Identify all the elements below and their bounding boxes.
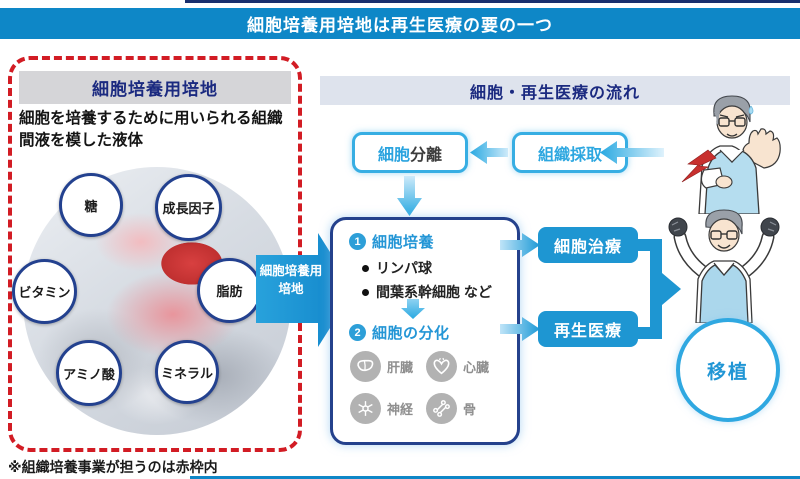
- arrow-right-to-regenerative: [500, 316, 540, 342]
- liver-icon: [350, 351, 381, 382]
- footnote: ※組織培養事業が担うのは赤枠内: [8, 459, 218, 475]
- top-edge-line: [185, 0, 800, 3]
- flow-box-regenerative-medicine: 再生医療: [538, 311, 638, 347]
- step1-bullet-label: リンパ球: [376, 260, 432, 276]
- arrow-left-patient-to-tissue: [600, 140, 664, 165]
- flow-box-cell-separation: 細胞分離: [352, 132, 468, 173]
- step2-header: 2 細胞の分化: [349, 322, 450, 343]
- step1-bullet-mesenchymal: 間葉系幹細胞 など: [362, 282, 492, 302]
- step1-bullet-lymphocyte: リンパ球: [362, 258, 432, 278]
- step1-header: 1 細胞培養: [349, 231, 434, 252]
- component-bubble-amino-acid: アミノ酸: [56, 340, 122, 406]
- heart-icon: [426, 351, 457, 382]
- step2-number-badge: 2: [349, 324, 366, 341]
- step1-title: 細胞培養: [372, 234, 435, 251]
- organ-label: 肝臓: [387, 360, 414, 375]
- step1-number-badge: 1: [349, 233, 366, 250]
- arrow-down-separation-to-culture: [396, 176, 423, 216]
- transfer-arrow-label-line2: 培地: [278, 282, 304, 297]
- left-panel-description: 細胞を培養するために用いられる組織間液を模した液体: [19, 110, 283, 149]
- component-bubble-mineral: ミネラル: [155, 340, 219, 404]
- organ-label: 心臓: [463, 360, 490, 375]
- organ-label: 神経: [387, 402, 414, 417]
- component-bubble-vitamin: ビタミン: [12, 259, 77, 324]
- nerve-icon: [350, 393, 381, 424]
- arrow-down-culture-to-differentiation: [400, 299, 426, 319]
- transfer-arrow-label-line1: 細胞培養用: [259, 264, 323, 278]
- transfer-arrow-label: 細胞培養用 培地: [257, 262, 325, 298]
- flow-box-cell-therapy: 細胞治療: [538, 227, 638, 263]
- transfer-arrow-icon: [256, 233, 354, 347]
- organ-item-liver: 肝臓: [350, 351, 413, 382]
- page-title: 細胞培養用培地は再生医療の要の一つ: [0, 8, 800, 39]
- flow-header: 細胞・再生医療の流れ: [320, 76, 790, 105]
- sick-patient-illustration: [668, 90, 796, 214]
- arrow-left-tissue-to-separation: [470, 140, 508, 165]
- left-panel-title: 細胞培養用培地: [19, 71, 291, 104]
- bone-icon: [426, 393, 457, 424]
- transplant-circle: 移植: [676, 318, 780, 422]
- healthy-patient-illustration: [656, 205, 792, 323]
- organ-item-nerve: 神経: [350, 393, 413, 424]
- cell-separation-highlight: 細胞: [377, 146, 410, 164]
- organ-item-heart: 心臓: [426, 351, 489, 382]
- bullet-dot: [362, 288, 369, 296]
- step1-bullet-label: 間葉系幹細胞 など: [376, 284, 492, 300]
- bracket-connector-to-patient: [636, 237, 682, 341]
- component-bubble-growth-factor: 成長因子: [155, 174, 222, 241]
- arrow-right-to-cell-therapy: [500, 232, 540, 258]
- red-dashed-frame: [8, 56, 302, 452]
- organ-item-bone: 骨: [426, 393, 476, 424]
- component-bubble-sugar: 糖: [59, 173, 123, 237]
- bullet-dot: [362, 264, 369, 272]
- cell-separation-rest: 分離: [410, 146, 443, 164]
- step2-title: 細胞の分化: [372, 325, 450, 342]
- bottom-edge-line: [190, 476, 800, 479]
- component-bubble-fat: 脂肪: [197, 258, 262, 323]
- organ-label: 骨: [463, 402, 477, 417]
